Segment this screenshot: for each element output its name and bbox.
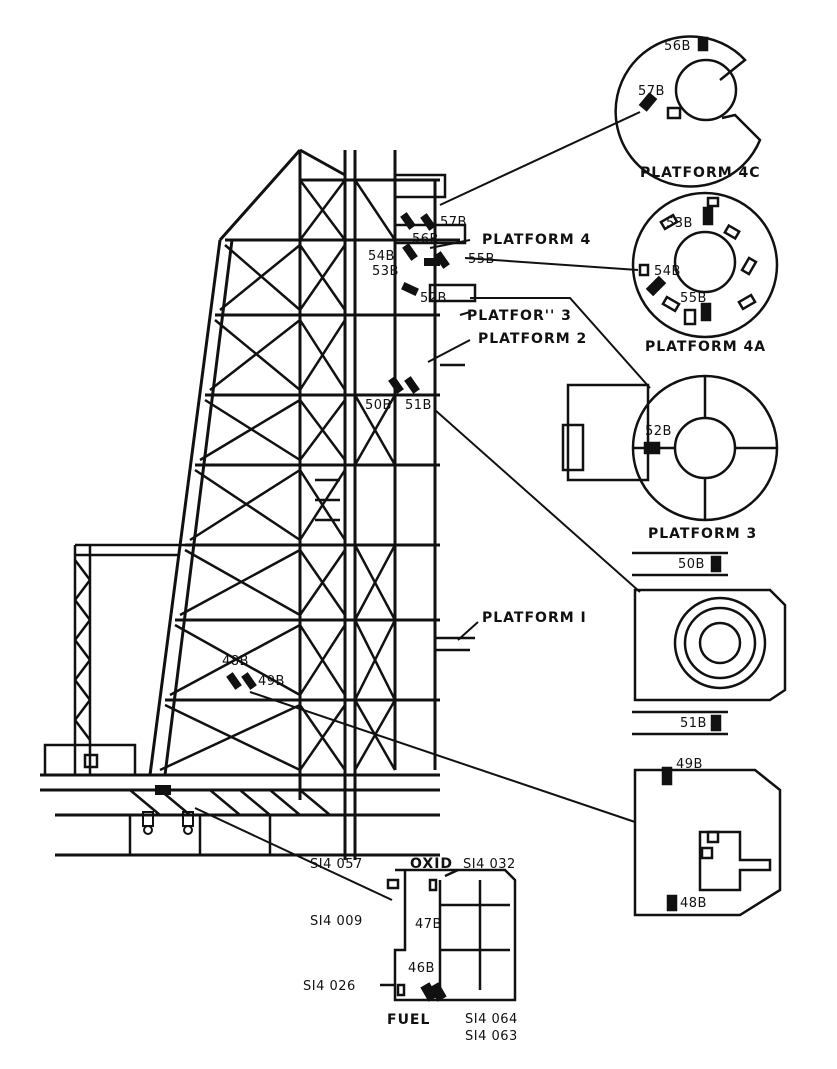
sensor-53b: 53B <box>372 264 399 279</box>
sensor-57b-detail: 57B <box>638 84 665 99</box>
fuel-label: FUEL <box>387 1012 430 1028</box>
sensor-48b: 48B <box>222 654 249 669</box>
platform-4c-label: PLATFORM 4C <box>640 165 761 181</box>
service-frame <box>43 543 185 777</box>
sensor-54b-detail: 54B <box>654 264 681 279</box>
platform-4-label: PLATFORM 4 <box>482 232 591 248</box>
sensor-52b-detail: 52B <box>645 424 672 439</box>
leader-lines <box>194 111 651 901</box>
base-legs <box>142 811 194 835</box>
sensor-51b-detail: 51B <box>680 716 707 731</box>
sensor-57b: 57B <box>440 215 467 230</box>
platform-1-label: PLATFORM I <box>482 610 587 626</box>
sensor-53b-detail: 53B <box>666 216 693 231</box>
platform-4a-detail <box>631 191 779 339</box>
sensor-52b: 52B <box>420 291 447 306</box>
sensor-49b-detail: 49B <box>676 757 703 772</box>
sensor-51b: 51B <box>405 398 432 413</box>
sensor-46b: 46B <box>408 961 435 976</box>
sensor-50b-detail: 50B <box>678 557 705 572</box>
sensor-56b: 56B <box>412 232 439 247</box>
code-si4-063: SI4 063 <box>465 1029 518 1044</box>
code-si4-032: SI4 032 <box>463 857 516 872</box>
tank-detail <box>380 868 517 1002</box>
platform-1-detail <box>632 551 787 736</box>
sensor-56b-detail: 56B <box>664 39 691 54</box>
sensor-54b: 54B <box>368 249 395 264</box>
code-si4-057: SI4 057 <box>310 857 363 872</box>
sensor-55b: 55B <box>468 252 495 267</box>
base-detail <box>633 766 782 917</box>
sensor-48b-detail: 48B <box>680 896 707 911</box>
code-si4-064: SI4 064 <box>465 1012 518 1027</box>
code-si4-026: SI4 026 <box>303 979 356 994</box>
platform-3-detail-label: PLATFORM 3 <box>648 526 757 542</box>
platform-2-label: PLATFORM 2 <box>478 331 587 347</box>
platform-3-detail <box>561 374 779 522</box>
tower-sensor-marks <box>155 212 450 795</box>
code-si4-009: SI4 009 <box>310 914 363 929</box>
labels: PLATFORM 4C PLATFORM 4 PLATFORM 4A PLATF… <box>222 39 766 1044</box>
platform-4a-label: PLATFORM 4A <box>645 339 766 355</box>
platform-4c-detail <box>614 35 762 188</box>
sensor-49b: 49B <box>258 674 285 689</box>
platform-3-tower-label: PLATFOR'' 3 <box>467 308 572 324</box>
sensor-55b-detail: 55B <box>680 291 707 306</box>
tower-structure <box>40 148 460 860</box>
oxid-label: OXID <box>410 856 453 872</box>
sensor-50b: 50B <box>365 398 392 413</box>
sensor-47b: 47B <box>415 917 442 932</box>
